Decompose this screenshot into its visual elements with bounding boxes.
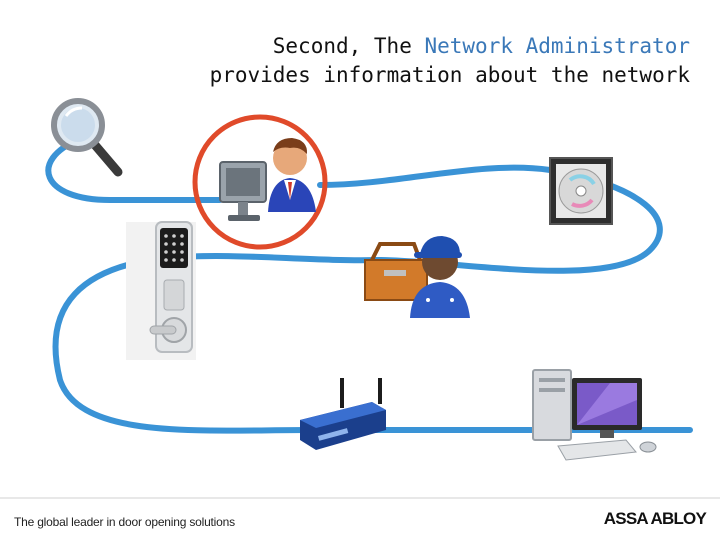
title-line-2: provides information about the network bbox=[209, 63, 690, 87]
wireless-router-icon bbox=[300, 378, 386, 450]
highlight-ring bbox=[192, 114, 328, 250]
brand-logo: ASSA ABLOY bbox=[603, 509, 707, 528]
footer-tagline: The global leader in door opening soluti… bbox=[14, 515, 235, 529]
installer-icon bbox=[364, 236, 470, 318]
slide-title: Second, The Network Administrator provid… bbox=[70, 32, 690, 90]
door-lock-icon bbox=[126, 221, 196, 360]
magnifier-icon bbox=[51, 98, 123, 177]
footer-bar bbox=[0, 497, 720, 542]
title-prefix: Second, The bbox=[272, 34, 425, 58]
software-disc-icon bbox=[549, 157, 613, 225]
admin-workstation-icon bbox=[219, 138, 316, 221]
desktop-computer-icon bbox=[532, 369, 657, 461]
title-line-1: Second, The Network Administrator bbox=[70, 32, 690, 61]
title-highlight: Network Administrator bbox=[424, 34, 690, 58]
